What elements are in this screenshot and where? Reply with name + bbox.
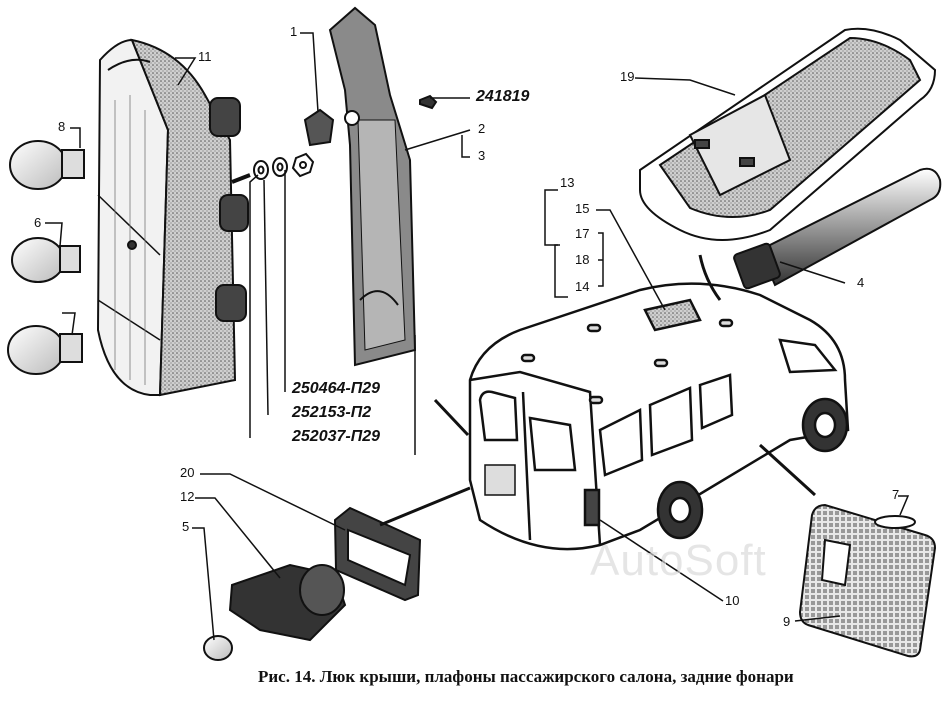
callout-15: 15 bbox=[575, 201, 590, 216]
callout-1: 1 bbox=[290, 24, 298, 39]
part-code-250464: 250464-П29 bbox=[292, 380, 381, 397]
licence-plate-lamp bbox=[203, 506, 422, 661]
part-code-241819: 241819 bbox=[476, 88, 530, 105]
callout-19: 19 bbox=[620, 69, 635, 84]
callout-11: 11 bbox=[198, 49, 212, 64]
callout-18: 18 bbox=[575, 252, 590, 267]
washers-nut bbox=[253, 152, 315, 180]
callout-12: 12 bbox=[180, 489, 195, 504]
callout-20: 20 bbox=[180, 465, 195, 480]
clip-part-1 bbox=[303, 108, 335, 147]
callout-7: 7 bbox=[892, 487, 900, 502]
callout-9: 9 bbox=[783, 614, 791, 629]
watermark: AutoSoft bbox=[590, 536, 767, 585]
part-code-252153: 252153-П2 bbox=[292, 404, 372, 421]
callout-5: 5 bbox=[182, 519, 190, 534]
callout-8: 8 bbox=[58, 119, 66, 134]
callout-4: 4 bbox=[857, 275, 865, 290]
step-lamp bbox=[798, 503, 937, 658]
part-code-252037: 252037-П29 bbox=[292, 428, 381, 445]
callout-14: 14 bbox=[575, 279, 590, 294]
callout-17: 17 bbox=[575, 226, 590, 241]
figure-caption: Рис. 14. Люк крыши, плафоны пассажирског… bbox=[258, 667, 794, 686]
callout-6: 6 bbox=[34, 215, 42, 230]
callout-3: 3 bbox=[478, 148, 486, 163]
rear-lamp-housing bbox=[96, 38, 251, 397]
callout-2: 2 bbox=[478, 121, 486, 136]
ceiling-lamp bbox=[639, 27, 937, 241]
callout-13: 13 bbox=[560, 175, 575, 190]
van-body bbox=[468, 282, 850, 551]
fluorescent-tube bbox=[733, 167, 942, 290]
callout-10: 10 bbox=[725, 593, 740, 608]
lamp-bulbs bbox=[7, 140, 85, 375]
hatch-handle-trim bbox=[328, 6, 438, 367]
leader-lines bbox=[45, 32, 910, 641]
